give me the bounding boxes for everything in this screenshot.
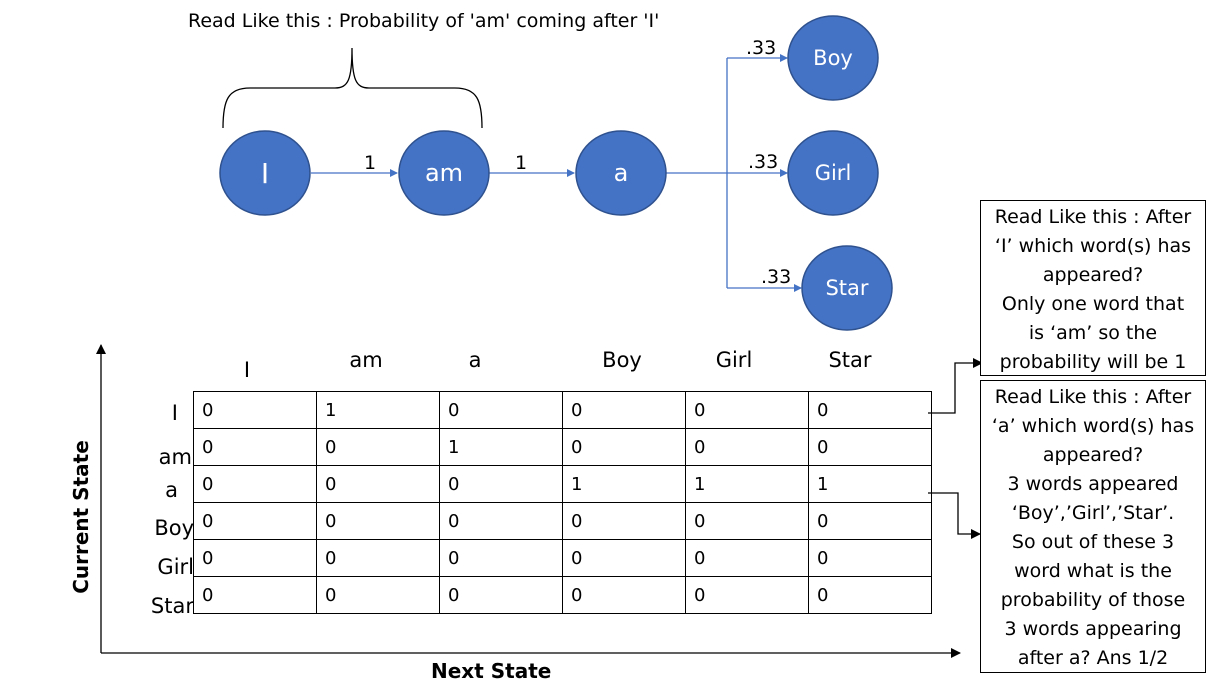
matrix-cell: 0 — [685, 428, 809, 466]
note-line: is ‘am’ so the — [1028, 322, 1158, 344]
matrix-cell: 0 — [439, 391, 563, 429]
table-row: 0 0 0 0 0 0 — [193, 539, 932, 577]
matrix-cell: 0 — [562, 576, 686, 614]
note-line: 3 words appearing — [1004, 618, 1182, 640]
matrix-cell: 0 — [439, 502, 563, 540]
connector-row-I-to-note1 — [928, 358, 983, 414]
node-a-label: a — [614, 159, 629, 187]
edge-label-a-girl: .33 — [748, 151, 778, 173]
note-line: probability will be 1 — [999, 351, 1187, 373]
note-line: Only one word that — [1001, 293, 1185, 315]
matrix-cell: 0 — [808, 428, 932, 466]
transition-matrix: 0 1 0 0 0 0 0 0 1 0 0 0 0 0 0 1 1 1 — [193, 391, 932, 614]
matrix-cell: 1 — [439, 428, 563, 466]
note-line: So out of these 3 — [1011, 531, 1175, 553]
matrix-cell: 0 — [439, 465, 563, 503]
node-boy: Boy — [787, 15, 879, 101]
matrix-cell: 0 — [685, 502, 809, 540]
node-am: am — [398, 130, 490, 216]
matrix-cell: 0 — [193, 576, 317, 614]
row-header-a: a — [165, 478, 178, 502]
matrix-cell: 1 — [316, 391, 440, 429]
matrix-cell: 1 — [685, 465, 809, 503]
note-line: word what is the — [1014, 560, 1172, 582]
matrix-cell: 1 — [808, 465, 932, 503]
matrix-cell: 0 — [562, 502, 686, 540]
node-girl-label: Girl — [815, 161, 852, 185]
matrix-cell: 0 — [562, 539, 686, 577]
matrix-cell: 0 — [316, 502, 440, 540]
note-line: 3 words appeared — [1007, 473, 1179, 495]
node-a: a — [575, 130, 667, 216]
table-row: 0 0 1 0 0 0 — [193, 428, 932, 466]
matrix-cell: 0 — [316, 428, 440, 466]
y-axis-label: Current State — [69, 440, 93, 594]
matrix-cell: 0 — [562, 391, 686, 429]
matrix-cell: 0 — [808, 391, 932, 429]
matrix-cell: 0 — [562, 428, 686, 466]
matrix-cell: 0 — [685, 391, 809, 429]
note-line: probability of those — [1000, 589, 1186, 611]
connector-row-a-to-note2 — [928, 492, 981, 539]
edge-label-a-boy: .33 — [746, 37, 776, 59]
matrix-cell: 0 — [439, 576, 563, 614]
matrix-cell: 0 — [316, 539, 440, 577]
row-header-boy: Boy — [154, 516, 194, 540]
matrix-cell: 0 — [193, 391, 317, 429]
table-row: 0 1 0 0 0 0 — [193, 391, 932, 429]
header-caption: Read Like this : Probability of 'am' com… — [188, 10, 660, 32]
col-header-star: Star — [828, 348, 872, 372]
note-line: ‘a’ which word(s) has — [991, 415, 1195, 437]
matrix-cell: 0 — [439, 539, 563, 577]
note-after-I: Read Like this : After ‘I’ which word(s)… — [980, 200, 1206, 376]
col-header-am: am — [349, 348, 383, 372]
node-star: Star — [801, 245, 893, 331]
note-line: appeared? — [1042, 264, 1144, 286]
node-girl: Girl — [787, 130, 879, 216]
row-header-girl: Girl — [157, 555, 194, 579]
matrix-cell: 0 — [685, 539, 809, 577]
note-line: Read Like this : After — [994, 386, 1192, 408]
node-boy-label: Boy — [813, 46, 853, 70]
matrix-cell: 0 — [316, 465, 440, 503]
x-axis-label: Next State — [431, 659, 552, 683]
matrix-cell: 0 — [808, 539, 932, 577]
matrix-cell: 0 — [808, 502, 932, 540]
matrix-cell: 1 — [562, 465, 686, 503]
node-I-label: I — [261, 157, 269, 190]
note-line: after a? Ans 1/2 — [1017, 647, 1169, 669]
row-header-star: Star — [150, 594, 194, 618]
node-am-label: am — [425, 159, 463, 187]
col-header-girl: Girl — [715, 348, 753, 372]
note-after-a: Read Like this : After ‘a’ which word(s)… — [980, 380, 1206, 673]
node-I: I — [219, 130, 311, 216]
row-header-I: I — [171, 401, 178, 425]
matrix-cell: 0 — [808, 576, 932, 614]
note-line: Read Like this : After — [994, 206, 1192, 228]
table-row: 0 0 0 0 0 0 — [193, 502, 932, 540]
edge-label-a-star: .33 — [761, 266, 791, 288]
curly-brace — [222, 47, 483, 129]
note-line: ‘I’ which word(s) has — [994, 235, 1192, 257]
matrix-cell: 0 — [316, 576, 440, 614]
row-header-am: am — [158, 445, 192, 469]
note-line: appeared? — [1042, 444, 1144, 466]
table-row: 0 0 0 1 1 1 — [193, 465, 932, 503]
matrix-cell: 0 — [193, 428, 317, 466]
table-row: 0 0 0 0 0 0 — [193, 576, 932, 614]
edge-label-I-am: 1 — [364, 152, 376, 174]
matrix-cell: 0 — [193, 465, 317, 503]
col-header-boy: Boy — [602, 348, 642, 372]
col-header-I: I — [243, 358, 251, 382]
matrix-cell: 0 — [685, 576, 809, 614]
col-header-a: a — [468, 348, 482, 372]
matrix-cell: 0 — [193, 502, 317, 540]
matrix-cell: 0 — [193, 539, 317, 577]
node-star-label: Star — [825, 276, 868, 300]
edge-label-am-a: 1 — [515, 152, 527, 174]
note-line: ‘Boy’,’Girl’,’Star’. — [1011, 502, 1175, 524]
